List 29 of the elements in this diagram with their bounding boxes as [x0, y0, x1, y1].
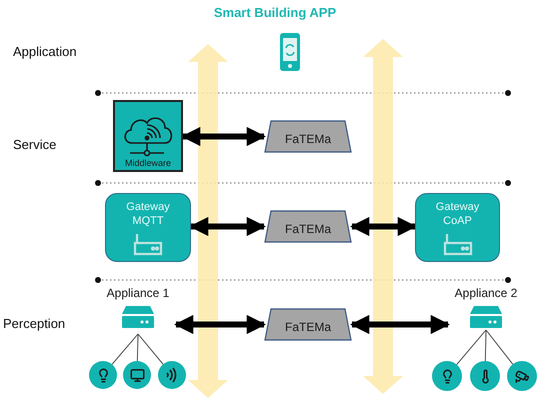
double-arrow	[350, 314, 450, 334]
node-label: FaTEMa	[284, 130, 331, 148]
node-label: FaTEMa	[284, 318, 331, 336]
connector-line	[112, 334, 138, 365]
node-label: Appliance 2	[454, 287, 518, 299]
gateway-box	[105, 193, 191, 262]
middleware-box	[113, 100, 183, 172]
layer-label: Perception	[3, 315, 66, 333]
node-label: Gateway CoAP	[434, 200, 480, 228]
layer-label: Application	[13, 43, 77, 61]
connector-line	[456, 330, 486, 365]
trapezoid-box	[264, 120, 352, 153]
node-label: Appliance 1	[106, 287, 170, 299]
connector-line	[486, 330, 514, 365]
node-label: FaTEMa	[284, 220, 331, 238]
double-arrow	[189, 216, 266, 236]
node-label: Gateway MQTT	[125, 200, 171, 228]
layer-label: Service	[13, 136, 56, 154]
node-label: Middleware	[124, 159, 172, 168]
connector-line	[484, 330, 486, 362]
connector-line	[138, 334, 164, 365]
connector-line	[136, 334, 138, 362]
gateway-box	[415, 193, 500, 262]
trapezoid-box	[264, 210, 352, 243]
diagram-title: Smart Building APP	[214, 4, 336, 22]
trapezoid-box	[264, 308, 352, 341]
double-arrow	[181, 126, 266, 146]
double-arrow	[174, 314, 266, 334]
double-arrow	[350, 216, 417, 236]
